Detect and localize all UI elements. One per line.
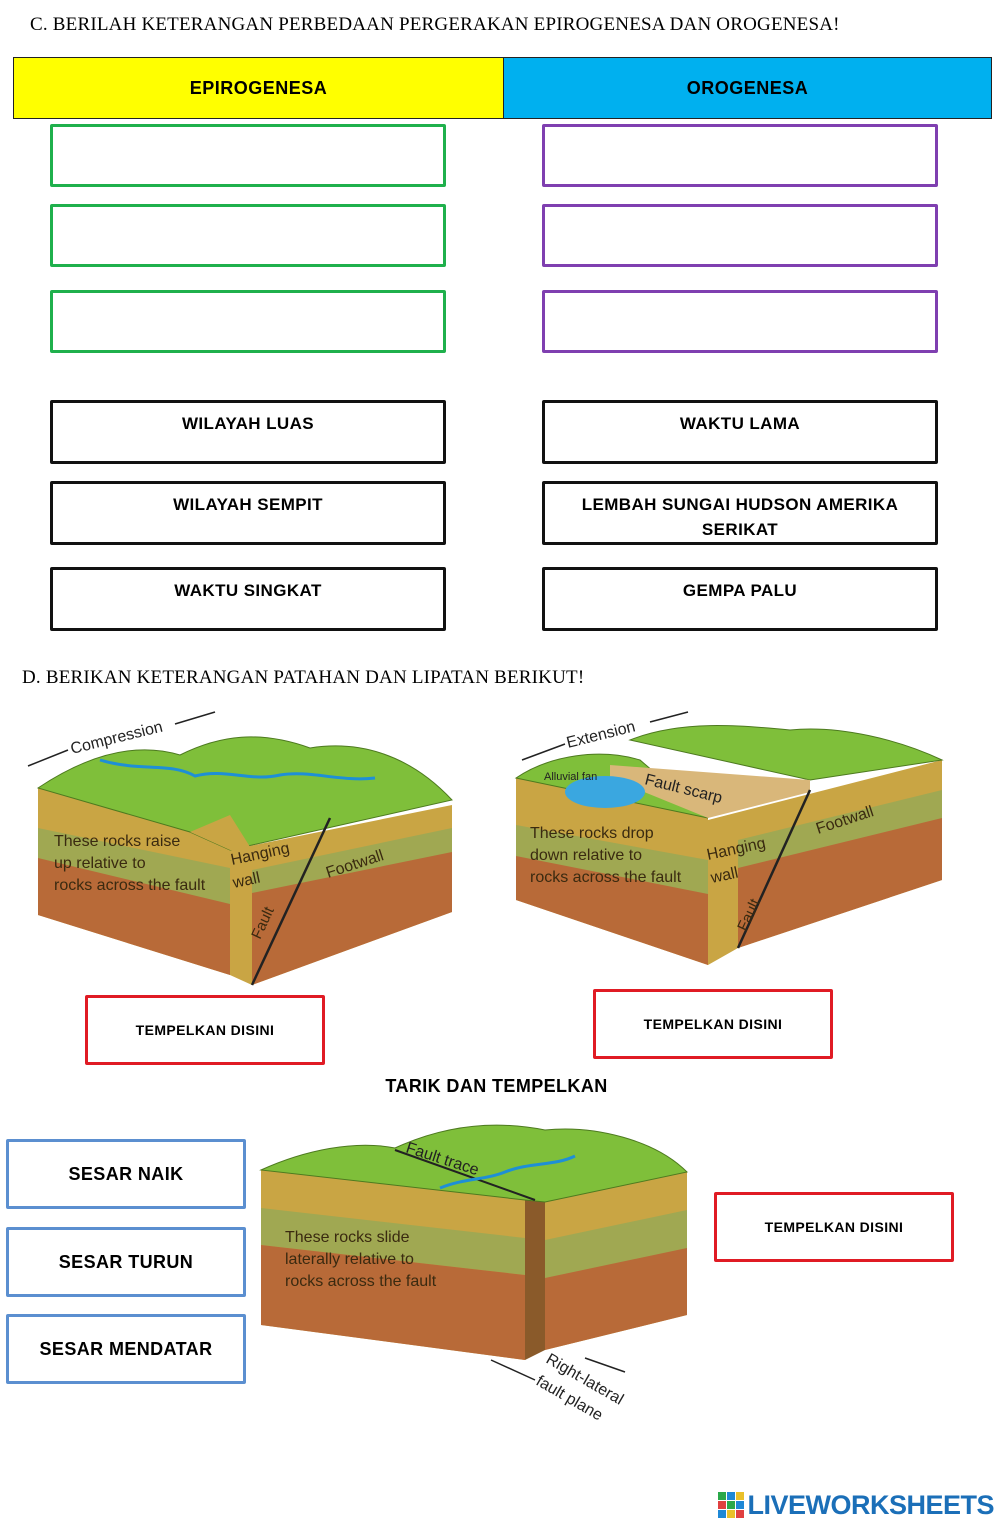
orogenesa-drop-3[interactable]	[542, 290, 938, 353]
strike-slip-body-3: rocks across the fault	[285, 1273, 437, 1290]
card-waktu-lama[interactable]: WAKTU LAMA	[542, 400, 938, 464]
alluvial-fan-label: Alluvial fan	[544, 771, 597, 783]
card-lembah-sungai-hudson[interactable]: LEMBAH SUNGAI HUDSON AMERIKA SERIKAT	[542, 481, 938, 545]
strike-slip-fault-diagram: Fault trace These rocks slide laterally …	[255, 1110, 695, 1435]
strike-slip-body-2: laterally relative to	[285, 1251, 414, 1268]
header-epirogenesa: EPIROGENESA	[13, 57, 504, 119]
normal-fault-body-3: rocks across the fault	[530, 869, 682, 886]
card-wilayah-sempit[interactable]: WILAYAH SEMPIT	[50, 481, 446, 545]
epirogenesa-drop-1[interactable]	[50, 124, 446, 187]
reverse-fault-body-2: up relative to	[54, 855, 146, 872]
option-sesar-mendatar[interactable]: SESAR MENDATAR	[6, 1314, 246, 1384]
orogenesa-drop-2[interactable]	[542, 204, 938, 267]
card-gempa-palu[interactable]: GEMPA PALU	[542, 567, 938, 631]
card-wilayah-luas[interactable]: WILAYAH LUAS	[50, 400, 446, 464]
reverse-hanging-label-2: wall	[230, 870, 261, 893]
liveworksheets-logo-icon	[718, 1492, 745, 1518]
section-d-title: D. BERIKAN KETERANGAN PATAHAN DAN LIPATA…	[22, 667, 585, 688]
extension-label: Extension	[565, 718, 637, 751]
brand-logo[interactable]: LIVEWORKSHEETS	[698, 1488, 994, 1522]
brand-name: LIVEWORKSHEETS	[747, 1489, 994, 1520]
normal-fault-body-1: These rocks drop	[530, 825, 654, 842]
card-waktu-singkat[interactable]: WAKTU SINGKAT	[50, 567, 446, 631]
epirogenesa-drop-3[interactable]	[50, 290, 446, 353]
drop-target-reverse-fault[interactable]: TEMPELKAN DISINI	[85, 995, 325, 1065]
normal-fault-body-2: down relative to	[530, 847, 642, 864]
orogenesa-drop-1[interactable]	[542, 124, 938, 187]
section-c-title: C. BERILAH KETERANGAN PERBEDAAN PERGERAK…	[30, 14, 840, 35]
instruction-title: TARIK DAN TEMPELKAN	[385, 1076, 608, 1096]
drop-target-strike-slip-fault[interactable]: TEMPELKAN DISINI	[714, 1192, 954, 1262]
reverse-fault-body-1: These rocks raise	[54, 833, 180, 850]
option-sesar-naik[interactable]: SESAR NAIK	[6, 1139, 246, 1209]
epirogenesa-drop-2[interactable]	[50, 204, 446, 267]
option-sesar-turun[interactable]: SESAR TURUN	[6, 1227, 246, 1297]
normal-fault-diagram: Extension Alluvial fan Fault scarp These…	[510, 700, 960, 975]
reverse-fault-diagram: Compression These rocks raise up relativ…	[20, 700, 470, 995]
strike-slip-body-1: These rocks slide	[285, 1229, 410, 1246]
drop-target-normal-fault[interactable]: TEMPELKAN DISINI	[593, 989, 833, 1059]
reverse-fault-body-3: rocks across the fault	[54, 877, 206, 894]
header-orogenesa: OROGENESA	[503, 57, 992, 119]
normal-hanging-label-2: wall	[708, 865, 739, 888]
